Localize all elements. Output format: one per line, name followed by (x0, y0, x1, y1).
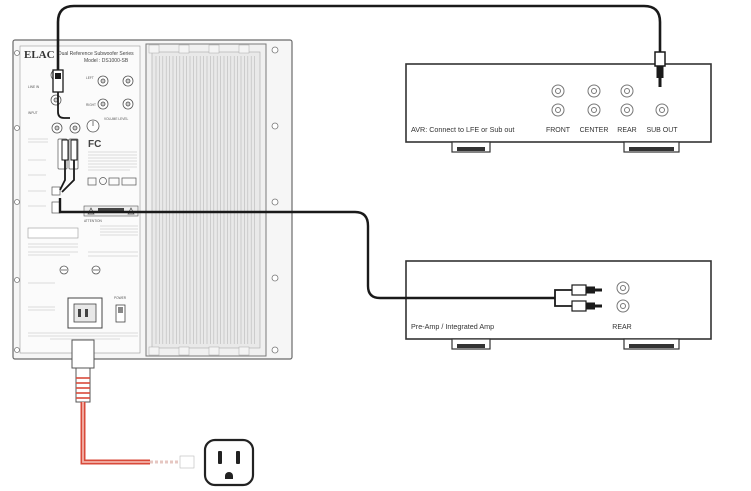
label-left: LEFT (86, 76, 94, 80)
label-input: INPUT (28, 111, 38, 115)
y-adapter-cable (57, 92, 78, 193)
model-number: Model : DS1000-SB (84, 58, 129, 64)
preamp-caption: Pre-Amp / Integrated Amp (411, 322, 494, 331)
power-switch: POWER (114, 296, 127, 323)
certification-icons (87, 177, 137, 186)
subwoofer-rear-panel: ELAC Dual Reference Subwoofer Series Mod… (12, 39, 293, 360)
avr-caption: AVR: Connect to LFE or Sub out (411, 125, 514, 134)
serial-sticker (27, 227, 79, 239)
volume-level-label: VOLUME LEVEL (104, 117, 128, 121)
preamp-unit: Pre-Amp / Integrated Amp REAR (405, 260, 712, 350)
speaker-level-cable (58, 198, 602, 312)
power-label: POWER (114, 296, 127, 300)
label-right: RIGHT (86, 103, 96, 107)
preamp-jack-rear: REAR (612, 324, 631, 331)
power-cord (71, 339, 195, 469)
avr-output-jacks (551, 84, 669, 117)
preamp-rear-jacks (616, 281, 630, 313)
panel-screws (14, 46, 279, 354)
avr-jack-front: FRONT (546, 127, 571, 134)
wall-outlet (203, 438, 255, 487)
fcc-mark: FC (88, 139, 101, 150)
sub-out-cable (52, 4, 666, 93)
volume-knob: VOLUME LEVEL (86, 117, 128, 133)
avr-unit: AVR: Connect to LFE or Sub out FRONT CEN… (405, 63, 712, 153)
product-series: Dual Reference Subwoofer Series (58, 51, 134, 57)
avr-jack-rear: REAR (617, 127, 636, 134)
compliance-text (88, 151, 137, 171)
amplifier-heatsink (145, 43, 267, 357)
attention-label: ATTENTION (84, 219, 103, 223)
ground-screws (59, 265, 101, 275)
avr-jack-sub-out: SUB OUT (646, 127, 678, 134)
label-line-in: LINE IN (28, 85, 40, 89)
brand-logo: ELAC (24, 49, 55, 61)
avr-jack-center: CENTER (580, 127, 609, 134)
ac-power-inlet (67, 297, 103, 329)
